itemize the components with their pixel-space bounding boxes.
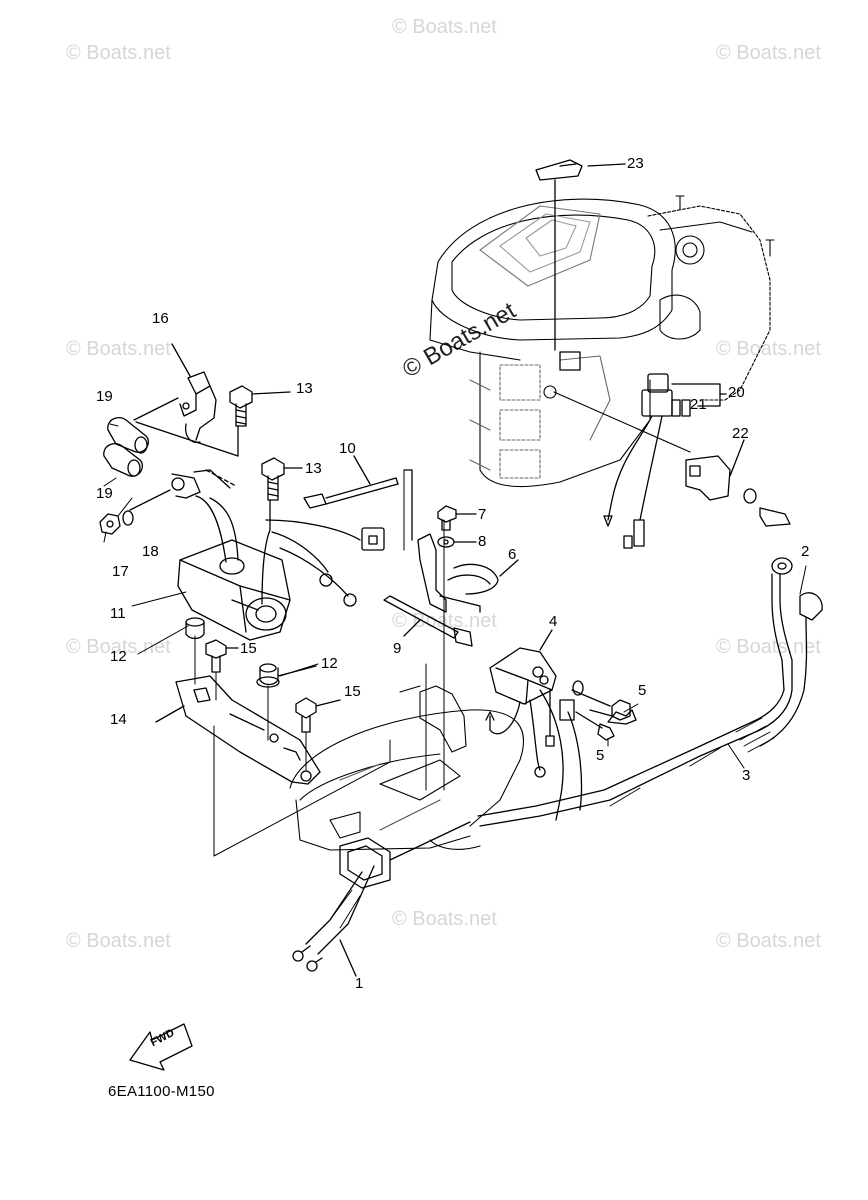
part-6-clamp [417,533,519,613]
callout-12b: 12 [321,655,338,672]
leader-lines [103,423,807,769]
part-22-bracket [685,439,791,527]
part-13-bolt-lower [261,457,303,501]
callout-3: 3 [742,767,751,784]
watermark: © Boats.net [392,16,497,38]
assembly-lines [194,469,445,857]
engine-base [289,685,524,851]
callout-20: 20 [728,384,745,401]
watermark: © Boats.net [716,42,821,64]
part-17-18-nut [99,469,237,535]
watermark: © Boats.net [66,636,171,658]
callout-15b: 15 [344,683,361,700]
part-5-bolts [571,680,637,741]
callout-15a: 15 [240,640,257,657]
part-10-cable-tie [303,455,413,541]
fwd-arrow-icon [129,1023,193,1071]
callout-19b: 19 [96,485,113,502]
diagram-code: 6EA1100-M150 [108,1083,215,1100]
callout-9: 9 [393,640,402,657]
callout-6: 6 [508,546,517,563]
part-9-cable-tie [383,595,473,647]
watermark: © Boats.net [66,338,171,360]
callout-22: 22 [732,425,749,442]
watermark: © Boats.net [66,930,171,952]
callout-23: 23 [627,155,644,172]
callout-8: 8 [478,533,487,550]
callout-2: 2 [801,543,810,560]
callout-10: 10 [339,440,356,457]
watermark: © Boats.net [716,338,821,360]
callout-19a: 19 [96,388,113,405]
callout-7: 7 [478,506,487,523]
callout-14: 14 [110,711,127,728]
part-14-bracket [155,675,321,785]
callout-5a: 5 [638,682,647,699]
callout-1: 1 [355,975,364,992]
part-4-relay [485,629,557,778]
callout-5b: 5 [596,747,605,764]
part-7-8-bolt [437,505,477,548]
callout-21: 21 [690,396,707,413]
callout-17: 17 [112,563,129,580]
callout-11: 11 [110,605,126,622]
part-13-bolt-upper [229,385,291,427]
watermark: © Boats.net [716,636,821,658]
callout-4: 4 [549,613,558,630]
part-23-clip [535,159,626,371]
engine-block [429,195,775,487]
part-20-21-connector [603,373,727,549]
watermark: © Boats.net [392,908,497,930]
part-1-grommet [292,821,471,977]
callout-12a: 12 [110,648,127,665]
watermark: © Boats.net [716,930,821,952]
callout-13b: 13 [305,460,322,477]
watermark: © Boats.net [66,42,171,64]
callout-13a: 13 [296,380,313,397]
part-2-3-cable [477,557,823,827]
callout-16: 16 [152,310,169,327]
part-11-unit [177,495,385,641]
callout-18: 18 [142,543,159,560]
part-19-caps [103,416,150,477]
part-16-switch [133,343,239,457]
